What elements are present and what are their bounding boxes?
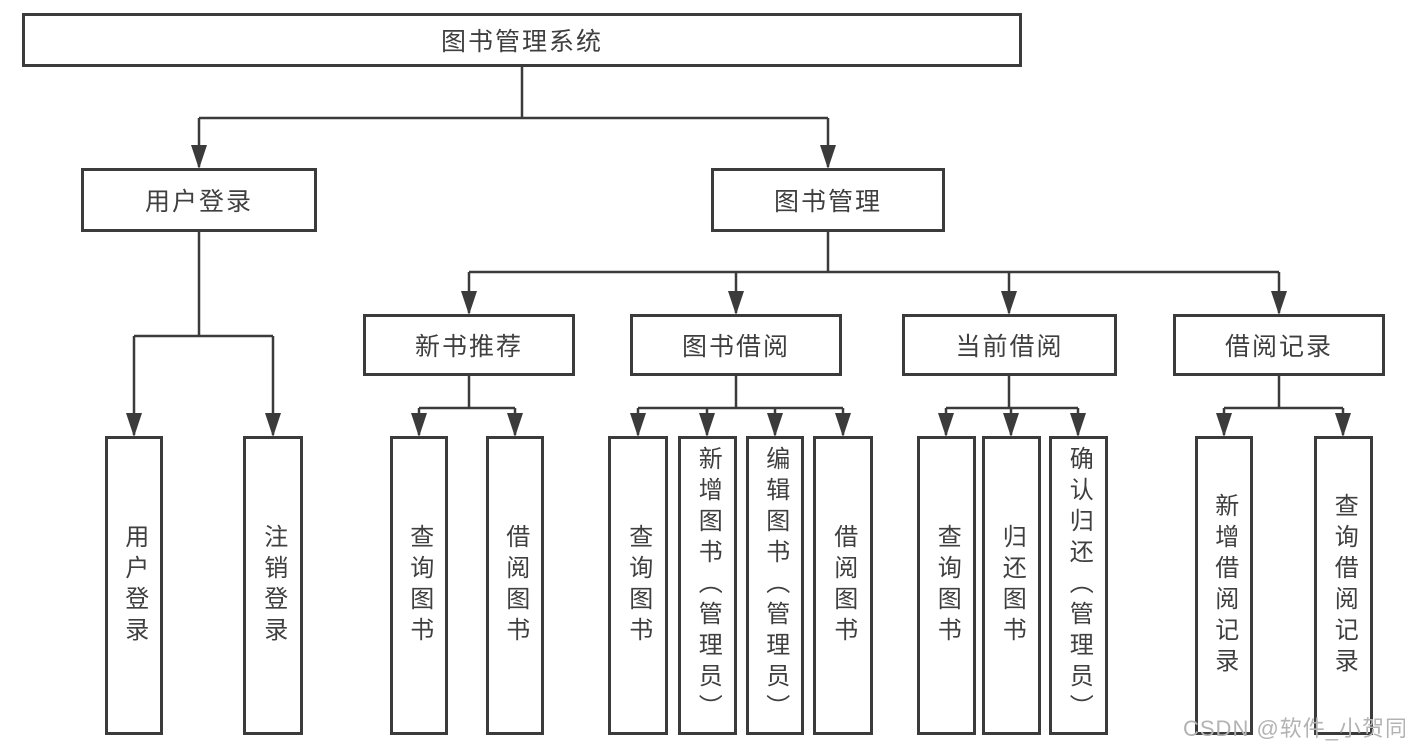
node-label: 注销登录 <box>259 523 287 648</box>
node-label: 新增借阅记录 <box>1210 492 1238 679</box>
connector-bookborrow-to-leaves <box>636 376 845 435</box>
arrowhead <box>835 413 851 437</box>
arrowhead <box>820 145 836 169</box>
leaf-logout: 注销登录 <box>243 436 303 735</box>
node-label: 用户登录 <box>120 523 148 648</box>
connector-borrowrecords-to-leaves <box>1222 376 1345 435</box>
leaf-query-borrow-record: 查询借阅记录 <box>1314 436 1373 735</box>
arrowhead <box>411 413 427 437</box>
arrowhead <box>938 413 954 437</box>
leaf-confirm-return-admin: 确认归还（管理员） <box>1049 436 1108 735</box>
arrowhead <box>1271 291 1287 315</box>
arrowhead <box>728 291 744 315</box>
csdn-watermark: CSDN @软件_小贺同学 <box>1183 716 1405 741</box>
node-book-borrowing: 图书借阅 <box>630 314 842 376</box>
connector-root-to-level2 <box>197 67 830 167</box>
node-label: 编辑图书（管理员） <box>761 446 789 725</box>
node-label: 图书借阅 <box>681 333 790 361</box>
node-label: 借阅图书 <box>501 523 529 648</box>
node-label: 借阅图书 <box>829 523 857 648</box>
connector-userlogin-to-leaves <box>132 232 275 435</box>
arrowhead <box>265 413 281 437</box>
arrowhead <box>699 413 715 437</box>
arrowhead <box>461 291 477 315</box>
node-label: 借阅记录 <box>1224 333 1333 361</box>
node-label: 新增图书（管理员） <box>694 446 722 725</box>
leaf-query-books-borrowing: 查询图书 <box>608 436 668 735</box>
leaf-user-login: 用户登录 <box>105 436 163 735</box>
node-library-management-system: 图书管理系统 <box>22 13 1022 67</box>
node-label: 查询借阅记录 <box>1330 492 1358 679</box>
connector-newbookrec-to-leaves <box>417 376 517 435</box>
node-label: 查询图书 <box>624 523 652 648</box>
arrowhead <box>1335 413 1351 437</box>
connector-currentborrow-to-leaves <box>944 376 1080 435</box>
node-user-login: 用户登录 <box>81 168 317 232</box>
node-borrowing-records: 借阅记录 <box>1173 314 1385 376</box>
leaf-query-books-current: 查询图书 <box>917 436 976 735</box>
leaf-add-books-admin: 新增图书（管理员） <box>678 436 737 735</box>
node-label: 用户登录 <box>144 188 253 216</box>
arrowhead <box>1001 291 1017 315</box>
node-label: 确认归还（管理员） <box>1065 446 1093 725</box>
leaf-add-borrow-record: 新增借阅记录 <box>1195 436 1253 735</box>
node-label: 新书推荐 <box>414 333 523 361</box>
arrowhead <box>1003 413 1019 437</box>
node-label: 图书管理系统 <box>440 28 603 56</box>
arrowhead <box>767 413 783 437</box>
leaf-borrow-books-recommendation: 借阅图书 <box>486 436 544 735</box>
leaf-edit-books-admin: 编辑图书（管理员） <box>746 436 804 735</box>
node-new-book-recommendation: 新书推荐 <box>363 314 575 376</box>
arrowhead <box>507 413 523 437</box>
arrowhead <box>1216 413 1232 437</box>
node-current-borrowing: 当前借阅 <box>902 314 1117 376</box>
node-label: 查询图书 <box>933 523 961 648</box>
node-label: 归还图书 <box>998 523 1026 648</box>
node-label: 查询图书 <box>405 523 433 648</box>
node-label: 当前借阅 <box>955 333 1064 361</box>
node-label: 图书管理 <box>773 188 882 216</box>
arrowhead <box>191 145 207 169</box>
leaf-query-books-recommendation: 查询图书 <box>390 436 448 735</box>
leaf-borrow-books-borrowing: 借阅图书 <box>813 436 873 735</box>
arrowhead <box>126 413 142 437</box>
node-book-management: 图书管理 <box>711 168 945 232</box>
leaf-return-books: 归还图书 <box>982 436 1041 735</box>
connector-bookmgmt-to-level3 <box>467 232 1281 313</box>
arrowhead <box>1070 413 1086 437</box>
arrowhead <box>630 413 646 437</box>
